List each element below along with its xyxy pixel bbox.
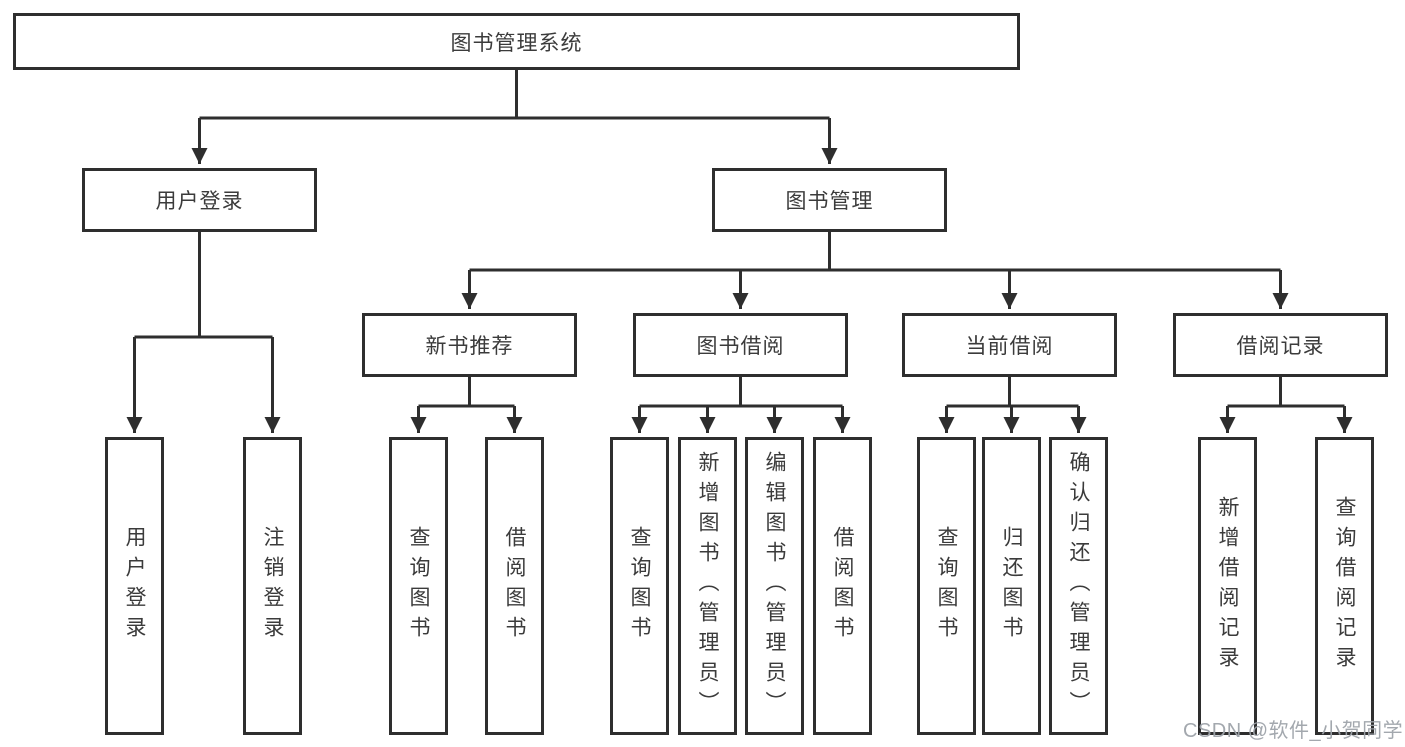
node-current-borrowing: 当前借阅	[902, 313, 1117, 377]
leaf-current-query-books: 查询图书	[917, 437, 976, 735]
leaf-borrowing-edit-books-admin: 编辑图书（管理员）	[745, 437, 804, 735]
node-new-book-recommend: 新书推荐	[362, 313, 577, 377]
leaf-current-return-books: 归还图书	[982, 437, 1041, 735]
leaf-borrowing-add-books-admin: 新增图书（管理员）	[678, 437, 737, 735]
csdn-watermark: CSDN @软件_小贺同学	[1183, 720, 1404, 742]
leaf-logout: 注销登录	[243, 437, 302, 735]
node-library-system: 图书管理系统	[13, 13, 1020, 70]
leaf-recommend-query-books: 查询图书	[389, 437, 448, 735]
node-book-management: 图书管理	[712, 168, 947, 232]
leaf-borrowing-borrow-books: 借阅图书	[813, 437, 872, 735]
node-borrowing-records: 借阅记录	[1173, 313, 1388, 377]
leaf-records-add-record: 新增借阅记录	[1198, 437, 1257, 735]
leaf-borrowing-query-books: 查询图书	[610, 437, 669, 735]
node-book-borrowing: 图书借阅	[633, 313, 848, 377]
node-user-login: 用户登录	[82, 168, 317, 232]
leaf-records-query-record: 查询借阅记录	[1315, 437, 1374, 735]
leaf-user-login: 用户登录	[105, 437, 164, 735]
leaf-recommend-borrow-books: 借阅图书	[485, 437, 544, 735]
leaf-current-confirm-return-admin: 确认归还（管理员）	[1049, 437, 1108, 735]
